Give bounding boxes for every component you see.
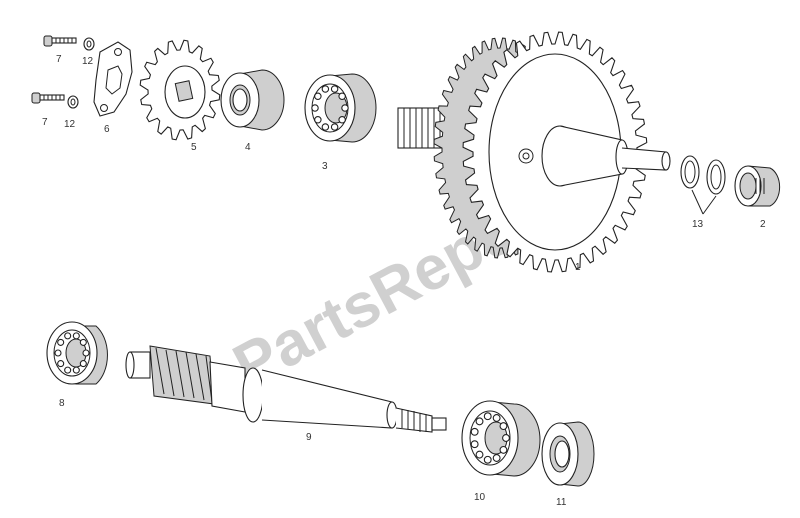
washer-top — [83, 37, 95, 51]
bearing-ball — [321, 85, 330, 93]
label-13: 13 — [692, 219, 704, 230]
bearing-ball — [338, 116, 346, 124]
bearing-ball — [341, 104, 349, 112]
bearing-ball — [499, 422, 508, 431]
bearing-ball — [82, 349, 90, 357]
bearing-ball — [314, 116, 322, 124]
bearing-ball — [72, 366, 80, 374]
label-1: 1 — [575, 262, 581, 273]
bearing-ball — [483, 455, 492, 464]
bearing-ball — [475, 417, 484, 426]
bearing-ball — [475, 450, 484, 459]
label-11: 11 — [556, 497, 567, 508]
label-12-top: 12 — [82, 56, 94, 67]
bearing-ball — [492, 414, 501, 422]
label-2: 2 — [760, 219, 766, 230]
lock-plate — [93, 41, 133, 117]
bearing-ball — [338, 92, 346, 100]
bearing-ball — [79, 338, 87, 346]
ball-bearing-bottom — [461, 400, 541, 477]
bearing-ball — [499, 445, 508, 454]
bearing-ball — [311, 104, 319, 112]
bearing-ball — [79, 360, 87, 368]
bolt-top — [43, 35, 77, 47]
bearing-ball — [54, 349, 62, 357]
label-4: 4 — [245, 142, 251, 153]
bearing-ball — [314, 92, 322, 100]
bearing-ball — [470, 440, 479, 449]
bearing-ball — [330, 123, 339, 131]
label-8: 8 — [59, 398, 65, 409]
ball-bearing-left — [46, 321, 108, 385]
bearing-ball — [330, 85, 339, 93]
ball-bearing-top — [304, 73, 377, 143]
label-7-bottom: 7 — [42, 117, 48, 128]
washer-bottom — [67, 95, 79, 109]
bearing-ball — [64, 332, 72, 340]
label-10: 10 — [474, 492, 486, 503]
bearing-ball — [483, 412, 492, 421]
spacer-ring — [541, 421, 595, 487]
label-9: 9 — [306, 432, 312, 443]
sprocket — [139, 39, 221, 141]
bearing-ball — [502, 434, 510, 442]
bearing-ball — [321, 123, 330, 131]
label-6: 6 — [104, 124, 110, 135]
needle-bearing — [734, 165, 781, 207]
bolt-bottom — [31, 92, 65, 104]
primary-shaft — [125, 345, 447, 433]
bearing-ball — [492, 454, 501, 462]
label-5: 5 — [191, 142, 197, 153]
shim-washers — [680, 155, 726, 195]
main-gear-shaft — [397, 31, 671, 273]
label-7-top: 7 — [56, 54, 62, 65]
bearing-ball — [64, 366, 72, 374]
leader-13 — [691, 189, 717, 215]
label-12-bottom: 12 — [64, 119, 76, 130]
bushing — [220, 69, 285, 131]
bearing-ball — [72, 332, 80, 340]
label-3: 3 — [322, 161, 328, 172]
bearing-ball — [57, 360, 65, 368]
bearing-ball — [57, 338, 65, 346]
bearing-ball — [470, 427, 479, 436]
